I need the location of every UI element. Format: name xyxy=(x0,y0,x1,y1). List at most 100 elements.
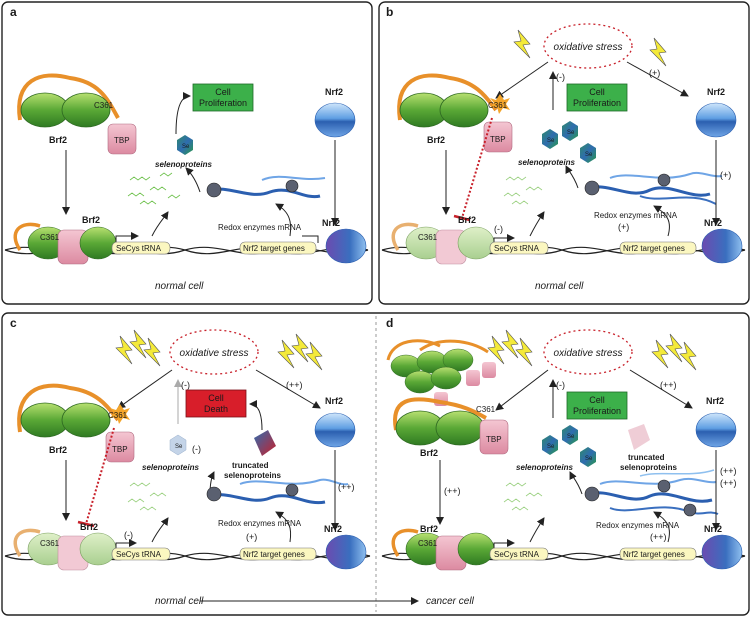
ribosome-2 xyxy=(285,179,299,193)
polypeptide-chains xyxy=(503,176,543,205)
brf2-tail-bound xyxy=(13,528,41,557)
arrow-stress-to-brf2 xyxy=(495,61,549,99)
oxidative-stress-cloud xyxy=(543,329,633,375)
tbp-shape xyxy=(107,123,137,155)
arrow-to-mrna xyxy=(653,205,670,237)
arrow-stress-to-nrf2 xyxy=(626,61,689,97)
arrow-trna-up xyxy=(529,211,545,237)
nrf2-protein-top xyxy=(695,102,737,138)
pp-label-1: (++) xyxy=(286,380,303,390)
selenoproteins-label: selenoproteins xyxy=(518,158,575,167)
minus-label-2: (-) xyxy=(124,530,133,540)
truncated-label-1: truncated xyxy=(628,453,665,462)
nrf2-protein-bound xyxy=(325,228,367,264)
nrf2-target-genes-box xyxy=(619,241,697,255)
brf2-bound-right xyxy=(457,226,495,260)
plus-label-3: (+) xyxy=(720,170,731,180)
cell-death-text-1: Cell xyxy=(208,393,224,403)
nrf2-target-genes-box xyxy=(239,547,317,561)
truncated-selenoprotein-shape xyxy=(628,424,650,450)
se-hexagon-3 xyxy=(580,447,596,467)
se-hexagon-2 xyxy=(562,425,578,445)
truncated-label-2: selenoproteins xyxy=(620,463,677,472)
arrow-stress-to-brf2 xyxy=(495,369,549,411)
tbp-shape xyxy=(479,419,509,455)
truncated-label-1: truncated xyxy=(232,461,269,470)
ribosome-2 xyxy=(285,483,299,497)
oxidative-stress-label: oxidative stress xyxy=(554,42,623,53)
arrow-to-selenoproteins xyxy=(185,167,201,193)
pp-label-brf2: (++) xyxy=(444,486,461,496)
se-label-3: Se xyxy=(585,456,593,462)
se-hexagon-3 xyxy=(580,143,596,163)
c361-label: C361 xyxy=(476,405,496,414)
nrf2-protein-bound xyxy=(325,534,367,570)
arrow-trna-up xyxy=(529,517,545,543)
brf2-bound-right xyxy=(457,532,495,566)
pp-label-3: (++) xyxy=(720,478,737,488)
brf2-bound-label: Brf2 xyxy=(82,215,100,225)
nrf2-protein-bound xyxy=(701,228,743,264)
secys-trna-box xyxy=(489,241,549,255)
se-hexagon xyxy=(542,129,558,149)
ribosome xyxy=(584,486,600,502)
polypeptide-chains xyxy=(127,482,167,511)
cell-proliferation-text-1: Cell xyxy=(215,87,231,97)
nrf2-label-bottom: Nrf2 xyxy=(322,218,340,228)
secys-trna-box xyxy=(111,547,171,561)
secys-trna-label: SeCys tRNA xyxy=(494,550,540,559)
se-label: Se xyxy=(547,444,555,450)
ribosome xyxy=(206,486,222,502)
tbp-label: TBP xyxy=(486,435,502,444)
tbp-label: TBP xyxy=(112,445,128,454)
lightning-icons-left xyxy=(115,329,161,367)
se-hexagon xyxy=(177,135,193,155)
transcription-arrow-trna xyxy=(115,539,137,549)
minus-label-2: (-) xyxy=(494,224,503,234)
se-label-3: Se xyxy=(585,152,593,158)
brf2-bound-label: Brf2 xyxy=(420,524,438,534)
c361-label: C361 xyxy=(488,101,508,110)
se-label-2: Se xyxy=(567,434,575,440)
polypeptide-chains xyxy=(127,172,181,205)
cell-proliferation-text-2: Proliferation xyxy=(573,406,621,416)
nrf2-label-top: Nrf2 xyxy=(706,396,724,406)
cell-proliferation-text-2: Proliferation xyxy=(199,98,247,108)
plus-label-2: (+) xyxy=(618,222,629,232)
selenoproteins-label: selenoproteins xyxy=(155,160,212,169)
ribosome-2 xyxy=(657,479,671,493)
mrna-strand-2 xyxy=(261,175,326,181)
selenoproteins-label: selenoproteins xyxy=(142,463,199,472)
panel-d-letter: d xyxy=(386,316,393,330)
mrna-label: Redox enzymes mRNA xyxy=(218,519,302,528)
nrf2-label-bottom: Nrf2 xyxy=(704,524,722,534)
c361-label: C361 xyxy=(94,101,114,110)
arrow-stress-to-nrf2 xyxy=(629,369,693,409)
arrow-to-selenoproteins xyxy=(565,165,579,189)
lightning-icon xyxy=(513,29,531,59)
nrf2-target-genes-label: Nrf2 target genes xyxy=(243,244,305,253)
arrow-to-mrna xyxy=(275,203,292,237)
cell-proliferation-box xyxy=(192,83,254,112)
cell-death-text-2: Death xyxy=(204,404,228,414)
arrow-trna-up xyxy=(151,211,169,237)
arrow-trna-up xyxy=(151,517,169,543)
nrf2-protein-top xyxy=(314,412,356,448)
nrf2-target-genes-label: Nrf2 target genes xyxy=(243,550,305,559)
mrna-strand xyxy=(207,493,326,505)
mrna-strand xyxy=(207,187,321,199)
panel-c-letter: c xyxy=(10,316,17,330)
cell-proliferation-text-1: Cell xyxy=(589,395,605,405)
mrna-label: Redox enzymes mRNA xyxy=(218,223,302,232)
se-label-2: Se xyxy=(567,130,575,136)
panel-a: a Brf2 C361 TBP Cell Proliferation Se se… xyxy=(4,5,369,292)
oxidation-star xyxy=(110,404,130,424)
ribosome xyxy=(206,182,222,198)
brf2-tail xyxy=(17,383,120,433)
arrow-to-cell-death xyxy=(249,400,263,431)
secys-trna-label: SeCys tRNA xyxy=(116,244,162,253)
minus-label: (-) xyxy=(181,380,190,390)
ribosome-3 xyxy=(683,503,697,517)
arrow-to-proliferation xyxy=(175,92,191,135)
brf2-bound-right xyxy=(79,532,117,566)
